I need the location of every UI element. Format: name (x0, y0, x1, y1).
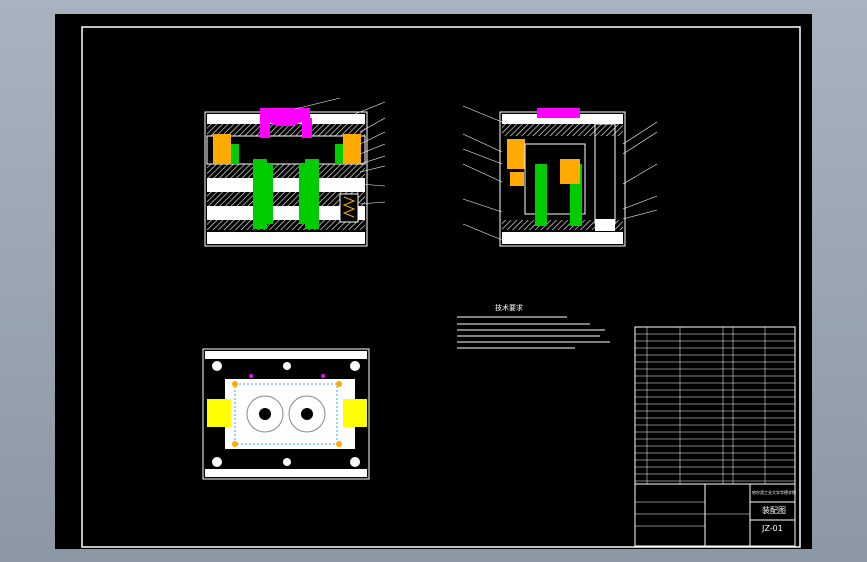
cad-viewport[interactable]: 技术要求 哈尔滨工业大学华德学院 装配图 JZ-01 (55, 14, 812, 549)
title-block-drawing-no: JZ-01 (761, 524, 783, 533)
tech-requirements: 技术要求 (457, 303, 610, 349)
title-block-school: 哈尔滨工业大学华德学院 (752, 489, 796, 495)
front-section-view (204, 97, 386, 247)
assembly-drawing: 技术要求 哈尔滨工业大学华德学院 装配图 JZ-01 (81, 26, 801, 548)
title-block-drawing-name: 装配图 (762, 505, 786, 515)
outer-frame (81, 26, 801, 548)
title-block: 哈尔滨工业大学华德学院 装配图 JZ-01 (634, 483, 796, 547)
tech-requirements-title: 技术要求 (495, 303, 523, 312)
plan-view (202, 348, 370, 480)
parts-list (634, 326, 796, 485)
side-section-view (462, 105, 658, 247)
